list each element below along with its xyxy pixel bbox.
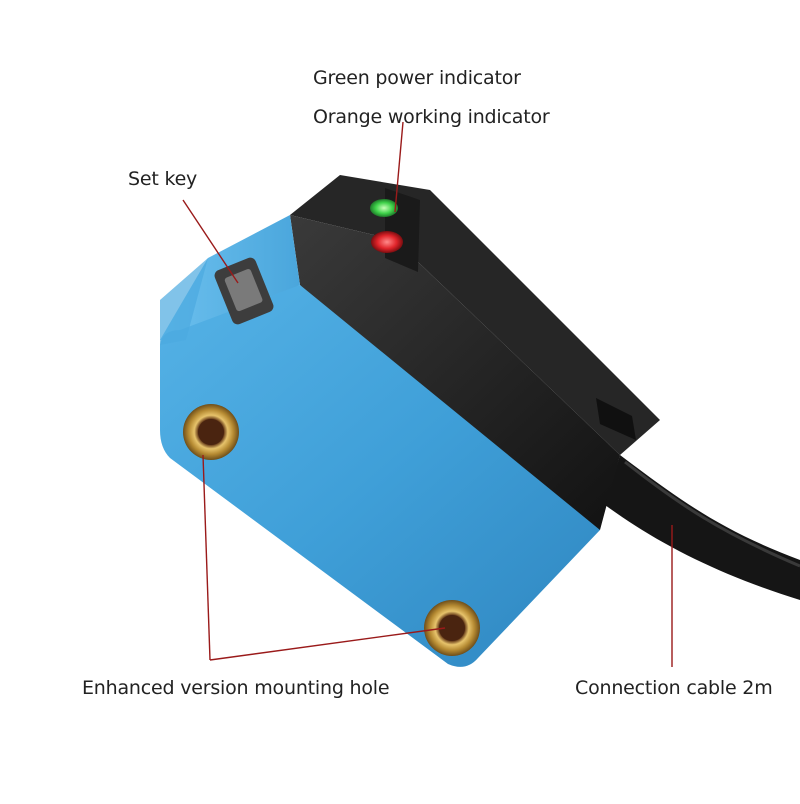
mounting-hole-bottom-inner [439,615,465,641]
leader-hole-a [202,454,211,661]
cable [605,455,800,600]
cable-highlight [624,460,800,568]
label-connection-cable: Connection cable 2m [575,677,773,699]
label-orange-working-indicator: Orange working indicator [313,106,550,128]
label-set-key: Set key [128,168,198,190]
body-edge [160,258,208,345]
red-led [371,231,403,253]
cap-side-face [290,215,620,530]
set-key-face [224,269,263,312]
label-green-power-indicator: Green power indicator [313,67,521,89]
leader-indicator [394,121,404,213]
green-led [370,199,398,217]
cable-gland [596,398,636,440]
leader-set-key [182,199,239,284]
label-mounting-hole: Enhanced version mounting hole [82,677,390,699]
mounting-hole-top-inner [198,419,224,445]
cap-top-face [290,175,660,455]
leader-hole-b [209,627,446,661]
leader-lines [182,121,673,667]
body-front-face [160,285,600,667]
